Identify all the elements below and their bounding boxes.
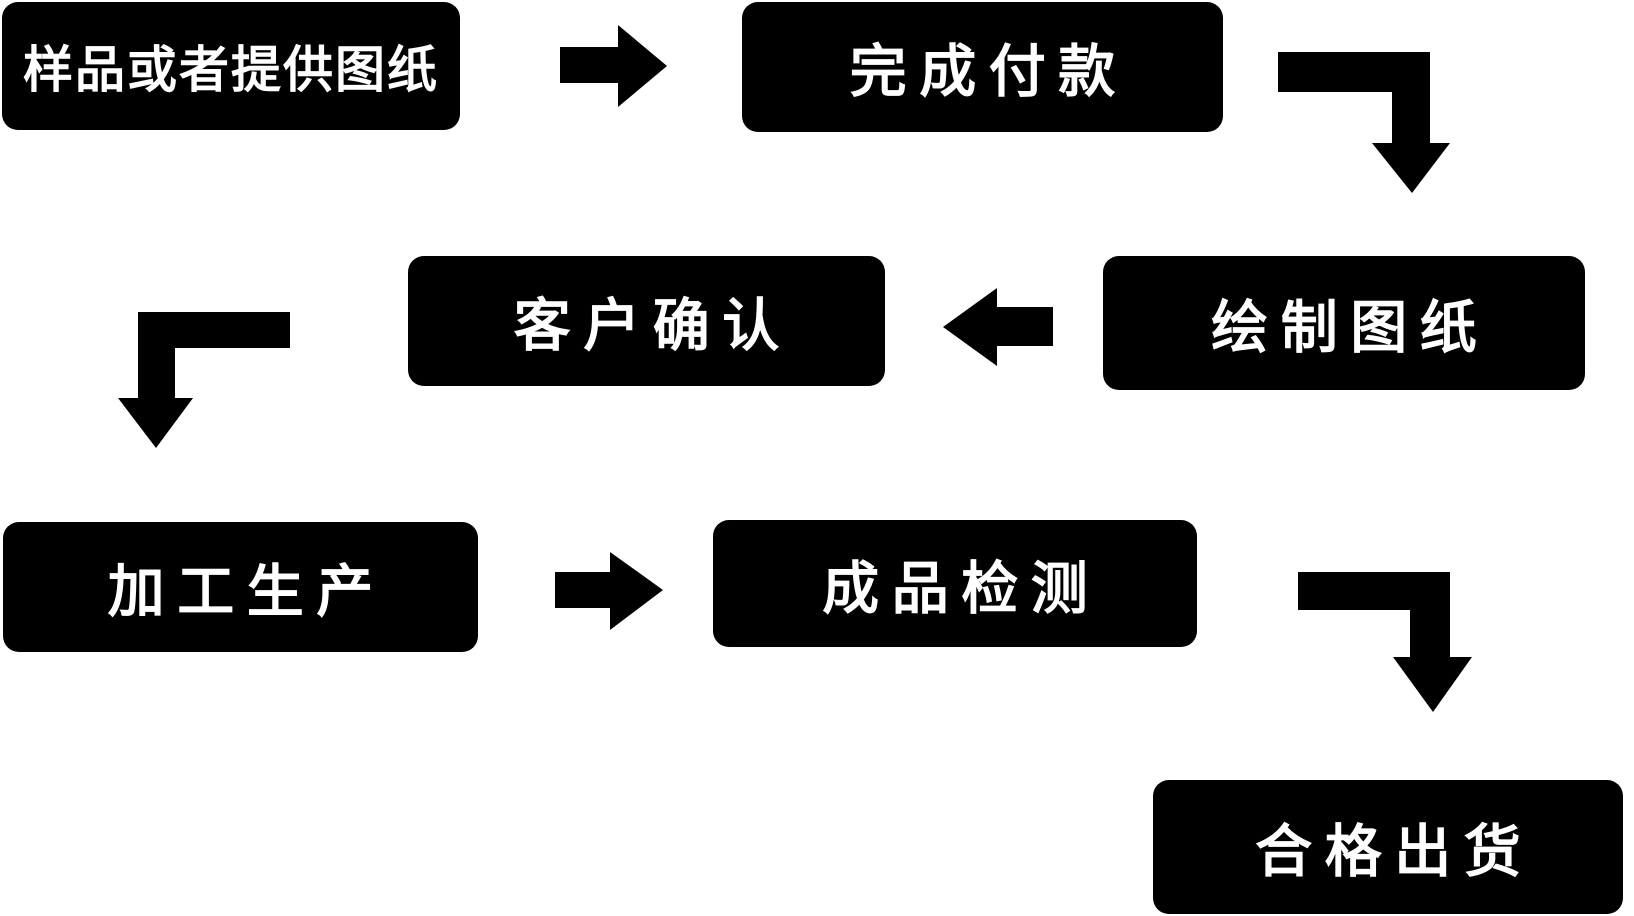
node-draw-drawings: 绘制图纸 — [1103, 256, 1585, 390]
node-qualified-shipment-label: 合格出货 — [1255, 820, 1534, 884]
node-complete-payment: 完成付款 — [742, 2, 1223, 132]
node-sample-or-drawings-label: 样品或者提供图纸 — [23, 42, 439, 98]
arrow-confirm-to-production-icon — [118, 312, 290, 448]
node-complete-payment-label: 完成付款 — [849, 40, 1128, 104]
node-processing-production-label: 加工生产 — [107, 560, 386, 624]
node-customer-confirmation-label: 客户确认 — [513, 294, 792, 358]
node-customer-confirmation: 客户确认 — [408, 256, 885, 386]
node-processing-production: 加工生产 — [3, 522, 478, 652]
node-sample-or-drawings: 样品或者提供图纸 — [2, 2, 460, 130]
node-draw-drawings-label: 绘制图纸 — [1211, 296, 1490, 360]
node-qualified-shipment: 合格出货 — [1153, 780, 1623, 914]
arrow-sample-to-payment-icon — [560, 25, 667, 107]
arrow-production-to-inspection-icon — [555, 552, 663, 630]
arrow-inspection-to-shipment-icon — [1298, 572, 1472, 712]
node-product-inspection-label: 成品检测 — [822, 556, 1101, 621]
node-product-inspection: 成品检测 — [713, 520, 1197, 647]
arrow-payment-to-draw-icon — [1278, 52, 1450, 193]
arrow-draw-to-confirm-icon — [943, 288, 1053, 366]
